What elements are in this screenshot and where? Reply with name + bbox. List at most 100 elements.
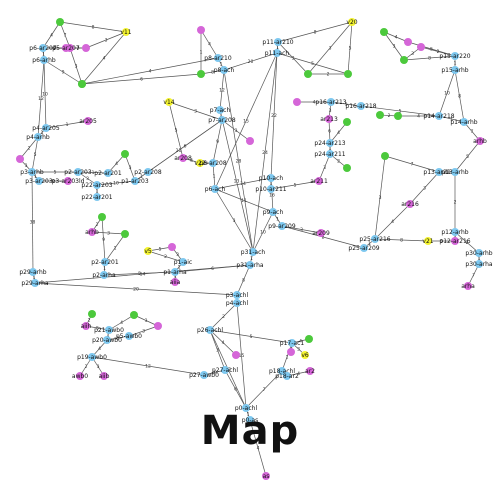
node-label: v21 — [422, 238, 433, 245]
edge-weight-label: 5 — [399, 109, 402, 115]
graph-edge — [245, 370, 283, 409]
node-label: p31-arha — [236, 262, 263, 269]
node-label: p5-ar207 — [52, 45, 80, 52]
graph-node — [101, 258, 109, 266]
edge-weight-label: 5 — [117, 336, 120, 342]
node-label: p29-arhb — [19, 269, 46, 276]
graph-edge — [209, 329, 226, 371]
edge-weight-label: 4 — [391, 219, 394, 225]
graph-node — [348, 18, 356, 26]
edge-weight-label: 2 — [85, 364, 88, 370]
graph-edge — [360, 105, 440, 117]
node-label: p4-arhb — [26, 134, 50, 141]
edge-weight-label: 1 — [286, 355, 289, 361]
edge-weight-label: 1 — [368, 241, 371, 247]
graph-edge — [34, 264, 251, 284]
edge-weight-label: 1 — [276, 217, 279, 223]
edge-weight-label: 3 — [194, 109, 197, 115]
graph-node — [171, 268, 179, 276]
graph-node — [435, 168, 443, 176]
edge-weight-label: 8 — [458, 94, 461, 100]
graph-node — [451, 168, 459, 176]
node-label: aiih — [81, 323, 92, 330]
graph-node — [171, 278, 179, 286]
node-label: p26-achl — [197, 327, 223, 334]
edge-weight-label: 7 — [472, 273, 475, 279]
graph-node — [273, 49, 281, 57]
edge-weight-label: 22 — [271, 113, 277, 119]
graph-edge — [330, 101, 362, 107]
graph-node — [105, 326, 113, 334]
edge-weight-label: 1 — [200, 50, 203, 56]
graph-edge — [374, 155, 386, 240]
edge-weight-label: 13 — [234, 179, 240, 185]
graph-node — [16, 155, 24, 163]
graph-edge — [438, 115, 465, 123]
node-label: p11-ar210 — [262, 39, 293, 46]
edge-weight-label: 12 — [38, 96, 44, 102]
node-label: p19-awb0 — [77, 354, 107, 361]
graph-edge — [214, 188, 274, 213]
graph-edge — [347, 21, 353, 75]
edge-weight-label: 2 — [222, 314, 225, 320]
edge-weight-label: 4 — [190, 158, 193, 164]
graph-edge — [133, 314, 159, 327]
node-label: arha — [461, 283, 475, 290]
graph-node — [394, 112, 402, 120]
graph-node — [218, 116, 226, 124]
node-label: p3-achl — [226, 292, 249, 299]
edge-weight-label: 4 — [222, 340, 225, 346]
graph-node — [343, 118, 351, 126]
edge-weight-label: 1 — [42, 52, 45, 58]
node-label: ar213 — [320, 116, 338, 123]
node-label: p13-arhb — [441, 169, 468, 176]
graph-edge — [281, 225, 365, 249]
edge-weight-label: 1 — [178, 265, 181, 271]
graph-node — [74, 168, 82, 176]
node-label: v5 — [144, 248, 152, 255]
graph-node — [376, 111, 384, 119]
graph-edge — [374, 238, 429, 242]
graph-edge — [454, 231, 480, 254]
graph-node — [360, 244, 368, 252]
graph-node — [154, 322, 162, 330]
graph-node — [104, 169, 112, 177]
node-label: as — [263, 473, 270, 480]
node-label: p6-arhb — [32, 57, 56, 64]
edge-weight-label: 7 — [471, 129, 474, 135]
edge-weight-label: 4 — [313, 100, 316, 106]
graph-edge — [81, 57, 219, 85]
graph-edge — [438, 69, 456, 117]
node-label: p3-arhb — [20, 169, 44, 176]
graph-node — [262, 472, 270, 480]
graph-node — [475, 249, 483, 257]
graph-edge — [212, 119, 223, 164]
graph-node — [288, 339, 296, 347]
edge-weight-label: 1 — [41, 130, 44, 136]
graph-edge — [270, 180, 320, 190]
node-label: v22 — [194, 160, 205, 167]
edge-weight-label: 4 — [98, 346, 101, 352]
node-label: p10-ach — [259, 175, 284, 182]
graph-edge — [249, 419, 267, 477]
graph-node — [326, 139, 334, 147]
graph-node — [233, 291, 241, 299]
node-label: p27-achl — [212, 367, 238, 374]
graph-edge — [236, 302, 247, 409]
edge-weight-label: 3 — [174, 275, 177, 281]
graph-node — [306, 367, 314, 375]
graph-node — [221, 366, 229, 374]
graph-node — [179, 258, 187, 266]
edge-weight-label: 2 — [53, 46, 56, 52]
graph-edge — [69, 47, 83, 85]
edge-weight-label: 10 — [42, 92, 48, 98]
graph-edge — [403, 55, 456, 61]
graph-edge — [307, 21, 353, 75]
node-label: arhb — [473, 138, 487, 145]
graph-edge — [276, 52, 349, 75]
edge-weight-label: 4 — [149, 69, 152, 75]
edge-weight-label: 9 — [216, 139, 219, 145]
edge-weight-label: 1 — [103, 266, 106, 272]
graph-node — [88, 353, 96, 361]
graph-edge — [34, 282, 238, 296]
